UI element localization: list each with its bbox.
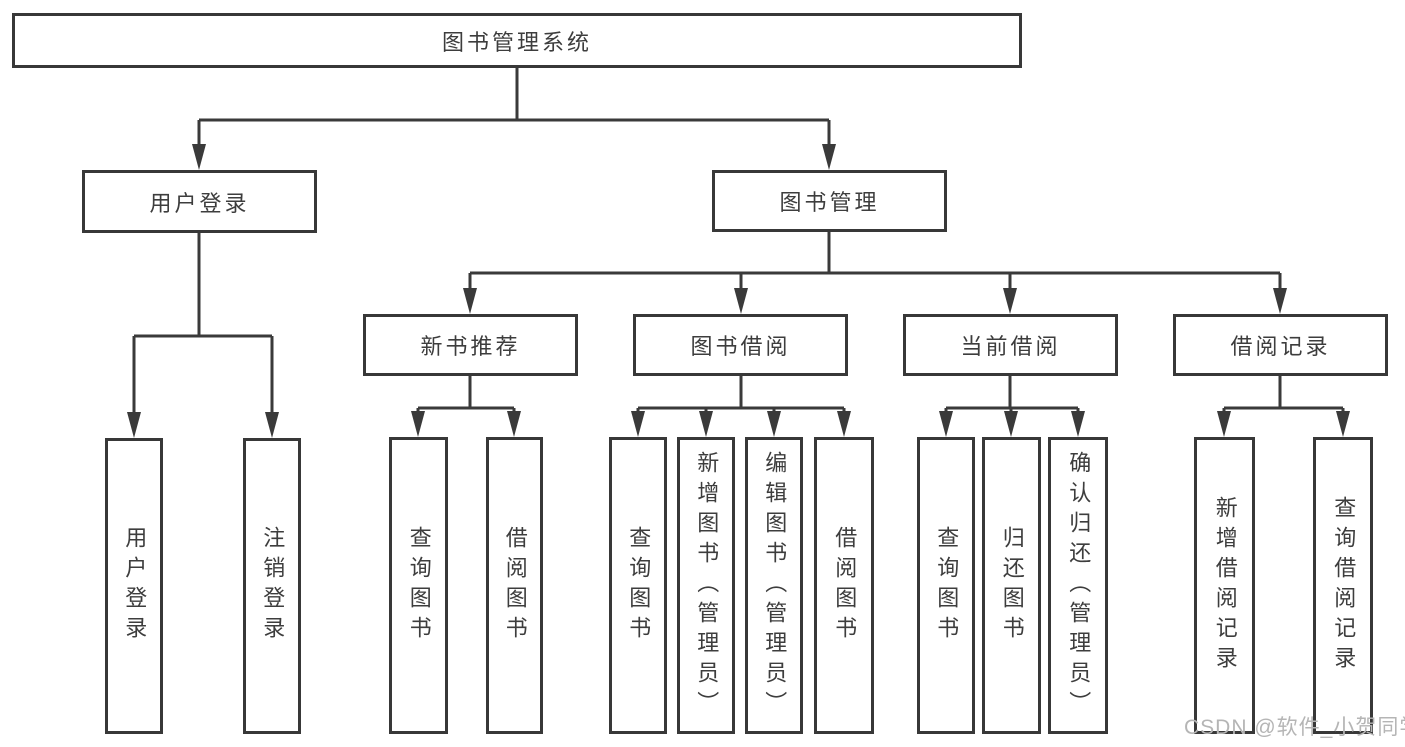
leaf-query-borrow-record-label: 查询借阅记录 xyxy=(1331,495,1357,676)
leaf-query-books-current-label: 查询图书 xyxy=(934,525,960,646)
leaf-user-login: 用户登录 xyxy=(105,438,163,734)
leaf-query-books-recommend: 查询图书 xyxy=(389,437,448,734)
node-book-borrowing: 图书借阅 xyxy=(633,314,848,376)
leaf-logout: 注销登录 xyxy=(243,438,301,734)
node-book-management-system: 图书管理系统 xyxy=(12,13,1022,68)
node-book-management-label: 图书管理 xyxy=(779,190,880,215)
leaf-confirm-return-admin-label: 确认归还（管理员） xyxy=(1066,450,1092,721)
leaf-return-books: 归还图书 xyxy=(982,437,1041,734)
leaf-query-books-borrowing: 查询图书 xyxy=(609,437,667,734)
leaf-add-books-admin-label: 新增图书（管理员） xyxy=(694,450,720,721)
leaf-add-borrow-record: 新增借阅记录 xyxy=(1194,437,1255,734)
leaf-add-borrow-record-label: 新增借阅记录 xyxy=(1212,495,1238,676)
leaf-query-books-current: 查询图书 xyxy=(917,437,975,734)
node-user-login-label: 用户登录 xyxy=(149,190,250,216)
node-current-borrowing-label: 当前借阅 xyxy=(960,334,1061,359)
leaf-edit-books-admin-label: 编辑图书（管理员） xyxy=(762,450,788,721)
node-new-book-recommend: 新书推荐 xyxy=(363,314,578,376)
leaf-query-books-borrowing-label: 查询图书 xyxy=(626,525,652,646)
leaf-borrow-books-label: 借阅图书 xyxy=(832,525,858,646)
leaf-add-books-admin: 新增图书（管理员） xyxy=(677,437,735,734)
leaf-edit-books-admin: 编辑图书（管理员） xyxy=(745,437,803,734)
leaf-logout-label: 注销登录 xyxy=(260,526,286,646)
node-borrowing-records-label: 借阅记录 xyxy=(1230,334,1331,359)
leaf-return-books-label: 归还图书 xyxy=(999,525,1025,646)
node-current-borrowing: 当前借阅 xyxy=(903,314,1118,376)
node-user-login: 用户登录 xyxy=(82,170,317,233)
node-book-management: 图书管理 xyxy=(712,170,947,232)
leaf-user-login-label: 用户登录 xyxy=(122,526,148,646)
leaf-query-books-recommend-label: 查询图书 xyxy=(406,525,432,646)
node-borrowing-records: 借阅记录 xyxy=(1173,314,1388,376)
leaf-borrow-books-recommend: 借阅图书 xyxy=(486,437,543,734)
csdn-watermark: CSDN @软件_小贺同学 xyxy=(1184,716,1405,739)
leaf-query-borrow-record: 查询借阅记录 xyxy=(1313,437,1373,734)
leaf-borrow-books: 借阅图书 xyxy=(814,437,874,734)
leaf-borrow-books-recommend-label: 借阅图书 xyxy=(502,525,528,646)
node-new-book-recommend-label: 新书推荐 xyxy=(420,334,521,359)
node-book-borrowing-label: 图书借阅 xyxy=(690,334,791,359)
leaf-confirm-return-admin: 确认归还（管理员） xyxy=(1048,437,1108,734)
node-book-management-system-label: 图书管理系统 xyxy=(441,29,592,55)
